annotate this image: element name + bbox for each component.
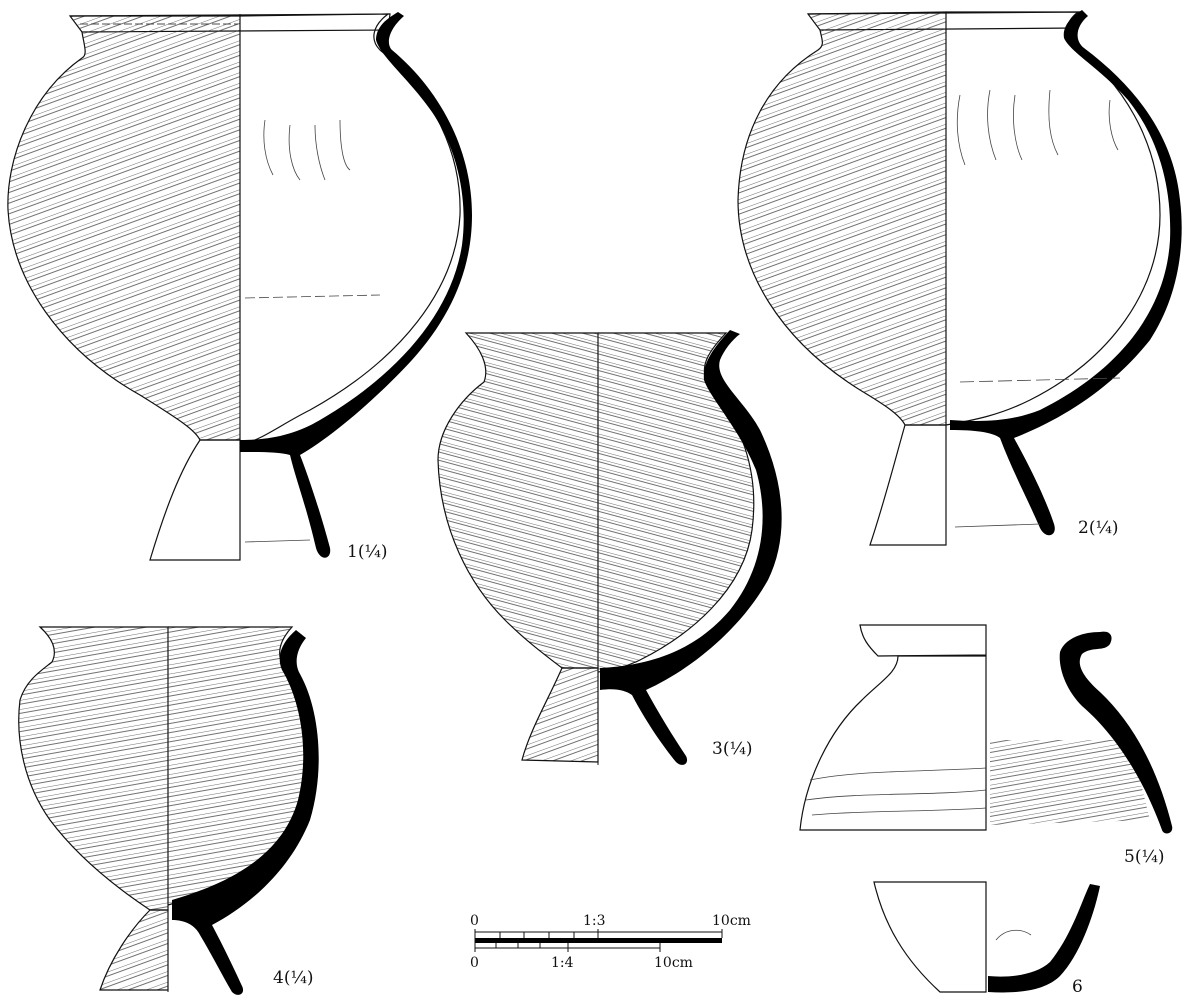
vessel-4-foot bbox=[99, 909, 169, 991]
scale-lower-ratio: 1:4 bbox=[551, 955, 574, 971]
vessel-4-exterior bbox=[18, 626, 169, 911]
vessel-5-section bbox=[1059, 631, 1173, 834]
vessel-3: 3(¼) bbox=[437, 330, 782, 765]
vessel-4-section bbox=[172, 630, 319, 995]
scale-upper-zero: 0 bbox=[470, 913, 479, 929]
vessel-6-exterior bbox=[873, 881, 987, 993]
vessel-4: 4(¼) bbox=[18, 626, 319, 995]
scale-lower-end: 10cm bbox=[654, 955, 693, 971]
scale-upper-ratio: 1:3 bbox=[583, 913, 606, 929]
vessel-1-label: 1(¼) bbox=[347, 542, 388, 562]
vessel-2-foot bbox=[869, 424, 947, 546]
vessel-5-rim bbox=[859, 624, 987, 657]
vessel-6-section bbox=[988, 884, 1100, 993]
vessel-5-interior-hatch bbox=[990, 740, 1150, 825]
scale-lower-zero: 0 bbox=[470, 955, 479, 971]
vessel-2-section bbox=[950, 10, 1182, 536]
vessel-1-section bbox=[240, 12, 472, 558]
vessel-1-exterior bbox=[7, 15, 241, 441]
vessel-6: 6 bbox=[873, 881, 1100, 997]
vessel-5: 5(¼) bbox=[799, 624, 1173, 867]
vessel-3-foot bbox=[521, 667, 599, 763]
vessel-5-exterior bbox=[799, 655, 987, 831]
vessel-5-label: 5(¼) bbox=[1124, 847, 1165, 867]
vessel-3-exterior bbox=[437, 332, 599, 669]
vessel-2-label: 2(¼) bbox=[1078, 518, 1119, 538]
vessel-1-interior bbox=[239, 13, 461, 446]
scale-bar: 0 1:3 10cm 0 1:4 10cm bbox=[470, 913, 751, 971]
vessel-6-label: 6 bbox=[1072, 977, 1083, 997]
vessel-2: 2(¼) bbox=[737, 10, 1182, 546]
scale-upper-end: 10cm bbox=[712, 913, 751, 929]
vessel-4-label: 4(¼) bbox=[273, 968, 314, 988]
vessel-1-foot bbox=[149, 439, 241, 561]
vessel-1: 1(¼) bbox=[7, 12, 472, 562]
vessel-3-label: 3(¼) bbox=[712, 739, 753, 759]
vessel-2-exterior bbox=[737, 11, 947, 426]
